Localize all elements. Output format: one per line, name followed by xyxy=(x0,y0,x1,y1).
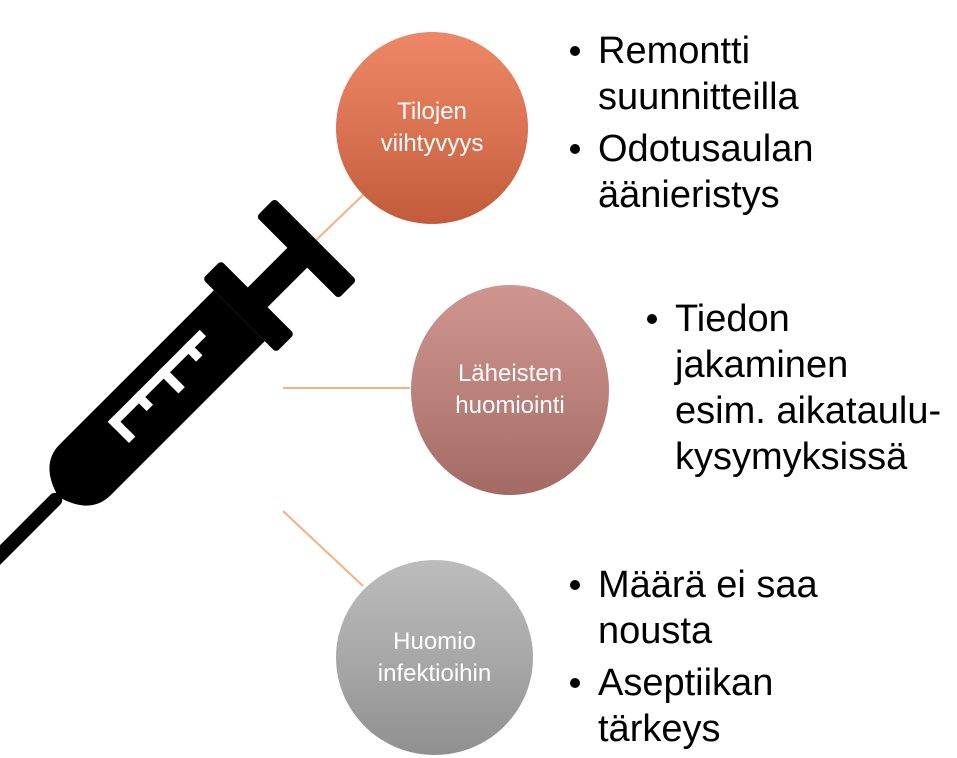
bullet-list-3: Määrä ei saa nousta Aseptiikan tärkeys xyxy=(566,562,818,758)
bullet-icon xyxy=(570,580,580,590)
list-item: Aseptiikan tärkeys xyxy=(566,660,818,752)
bullet-text: Odotusaulan äänieristys xyxy=(598,128,814,216)
bullet-icon xyxy=(570,678,580,688)
list-item: Odotusaulan äänieristys xyxy=(566,126,814,218)
topic-circle-laheisten-huomiointi: Läheisten huomiointi xyxy=(411,285,609,495)
bullet-icon xyxy=(570,144,580,154)
connector-line-3 xyxy=(282,510,364,587)
list-item: Remontti suunnitteilla xyxy=(566,28,814,120)
topic-circle-huomio-infektioihin: Huomio infektioihin xyxy=(336,560,533,755)
list-item: Tiedon jakaminen esim. aikataulu- kysymy… xyxy=(643,296,941,480)
topic-label: Huomio infektioihin xyxy=(377,627,492,687)
bullet-text: Aseptiikan tärkeys xyxy=(598,662,774,750)
bullet-text: Määrä ei saa nousta xyxy=(598,564,818,652)
bullet-list-2: Tiedon jakaminen esim. aikataulu- kysymy… xyxy=(643,296,941,486)
list-item: Määrä ei saa nousta xyxy=(566,562,818,654)
bullet-text: Remontti suunnitteilla xyxy=(598,30,799,118)
bullet-text: Tiedon jakaminen esim. aikataulu- kysymy… xyxy=(675,298,942,478)
topic-label: Tilojen viihtyvyys xyxy=(380,98,484,157)
topic-circle-tilojen-viihtyvyys: Tilojen viihtyvyys xyxy=(336,32,528,224)
bullet-icon xyxy=(570,46,580,56)
topic-label: Läheisten huomiointi xyxy=(455,360,565,419)
bullet-icon xyxy=(647,314,657,324)
bullet-list-1: Remontti suunnitteilla Odotusaulan äänie… xyxy=(566,28,814,224)
